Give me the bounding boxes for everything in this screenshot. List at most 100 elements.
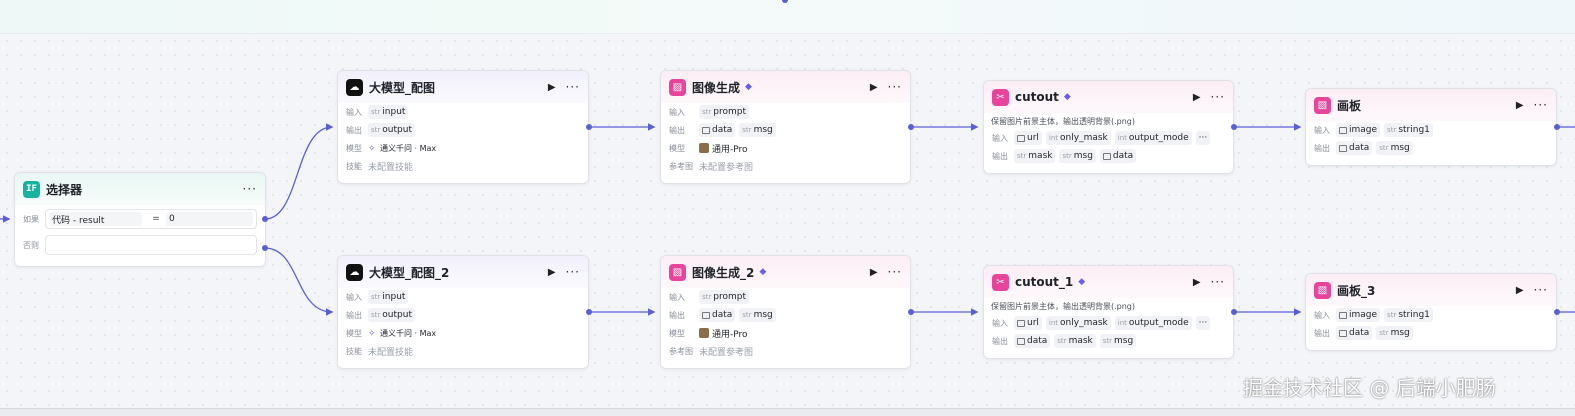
board2-out-port[interactable] [1554,309,1560,315]
output-chip-data[interactable]: data [1336,326,1373,340]
run-button[interactable]: ▶ [1192,91,1201,103]
top-connection-port[interactable] [782,0,788,3]
img1-out-port[interactable] [908,124,914,130]
board-header[interactable]: ▧ 画板 ▶ ··· [1306,89,1556,121]
more-inputs-button[interactable]: ··· [1195,316,1211,330]
more-button[interactable]: ··· [887,80,902,94]
run-button[interactable]: ▶ [1515,99,1524,111]
selector-node[interactable]: IF 选择器 ··· 如果 代码 - result = 0 否则 [14,172,266,267]
img2-out-port[interactable] [908,309,914,315]
run-button[interactable]: ▶ [1515,284,1524,296]
more-button[interactable]: ··· [1533,283,1548,297]
input-chip-image[interactable]: image [1336,308,1381,322]
run-button[interactable]: ▶ [869,266,878,278]
skill-value[interactable]: 未配置技能 [368,162,414,173]
cutout-icon: ✂ [992,88,1009,106]
ref-value[interactable]: 未配置参考图 [699,162,754,173]
board-header[interactable]: ▧ 画板_3 ▶ ··· [1306,274,1556,306]
board1-out-port[interactable] [1554,124,1560,130]
condition-operator[interactable]: = [152,214,160,224]
node-description: 保留图片前景主体，输出透明背景(.png) [991,301,1136,311]
cut1-out-port[interactable] [1231,124,1237,130]
run-button[interactable]: ▶ [869,81,878,93]
bottom-scrollbar[interactable] [0,408,1575,416]
run-button[interactable]: ▶ [1192,276,1201,288]
more-button[interactable]: ··· [1210,275,1225,289]
input-chip-image[interactable]: image [1336,123,1381,137]
selector-header[interactable]: IF 选择器 ··· [15,173,265,205]
cutout-header[interactable]: ✂ cutout ◆ ▶ ··· [984,81,1233,113]
condition-box[interactable]: 代码 - result = 0 [45,209,257,229]
output-chip-data[interactable]: data [1336,141,1373,155]
more-button[interactable]: ··· [565,265,580,279]
selector-if-port[interactable] [262,216,268,222]
image-gen-header[interactable]: ▨ 图像生成 ◆ ▶ ··· [661,71,910,103]
output-chip-data[interactable]: data [699,123,736,137]
model-name[interactable]: 通用-Pro [712,329,748,340]
output-chip-data[interactable]: data [1014,334,1051,348]
more-inputs-button[interactable]: ··· [1195,131,1211,145]
condition-left[interactable]: 代码 - result [49,212,142,226]
if-label: 如果 [23,214,39,224]
cutout-node-2[interactable]: ✂ cutout_1 ◆ ▶ ··· 保留图片前景主体，输出透明背景(.png)… [983,265,1234,359]
skill-value[interactable]: 未配置技能 [368,347,414,358]
model-name[interactable]: 通义千问 · Max [380,328,437,338]
llm2-out-port[interactable] [586,309,592,315]
more-button[interactable]: ··· [887,265,902,279]
llm-header[interactable]: ☁ 大模型_配图_2 ▶ ··· [338,256,588,288]
run-button[interactable]: ▶ [547,81,556,93]
else-box[interactable] [45,235,257,255]
more-button[interactable]: ··· [242,182,257,196]
run-button[interactable]: ▶ [547,266,556,278]
input-chip-url[interactable]: url [1014,316,1042,330]
more-button[interactable]: ··· [1210,90,1225,104]
cut2-out-port[interactable] [1231,309,1237,315]
output-chip-data[interactable]: data [699,308,736,322]
ref-value[interactable]: 未配置参考图 [699,347,754,358]
image-gen-header[interactable]: ▨ 图像生成_2 ◆ ▶ ··· [661,256,910,288]
board-icon: ▧ [1314,281,1331,299]
more-button[interactable]: ··· [1533,98,1548,112]
llm-header[interactable]: ☁ 大模型_配图 ▶ ··· [338,71,588,103]
more-button[interactable]: ··· [565,80,580,94]
model-name[interactable]: 通义千问 · Max [380,143,437,153]
selector-else-port[interactable] [262,245,268,251]
model-row: 模型通用-Pro [669,143,748,155]
cutout-header[interactable]: ✂ cutout_1 ◆ ▶ ··· [984,266,1233,298]
cutout-node[interactable]: ✂ cutout ◆ ▶ ··· 保留图片前景主体，输出透明背景(.png) 输… [983,80,1234,174]
input-chip-url[interactable]: url [1014,131,1042,145]
condition-right[interactable]: 0 [166,212,253,226]
model-name[interactable]: 通用-Pro [712,144,748,155]
skill-row: 技能未配置技能 [346,346,414,358]
llm1-out-port[interactable] [586,124,592,130]
output-chip-data[interactable]: data [1099,149,1137,163]
